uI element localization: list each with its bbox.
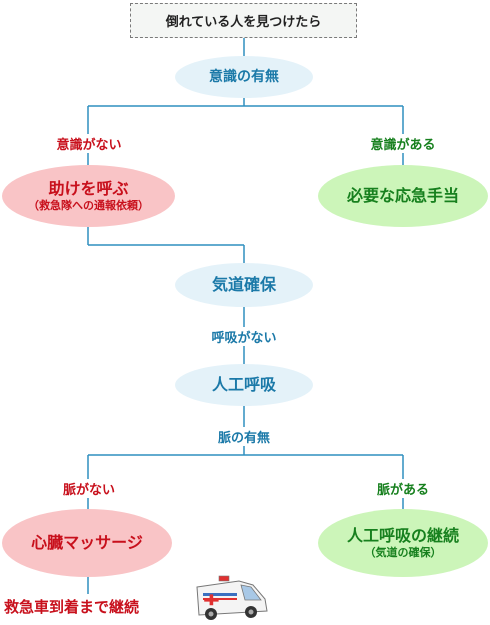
no-pulse-label: 脈がない [54, 479, 124, 498]
airway-node: 気道確保 [175, 263, 313, 307]
consciousness-check-node: 意識の有無 [175, 56, 313, 98]
first-aid-node: 必要な応急手当 [318, 165, 488, 227]
continue-breathing-text: 人工呼吸の継続 [346, 526, 459, 545]
heart-massage-node: 心臓マッサージ [2, 509, 172, 577]
has-consciousness-label: 意識がある [357, 134, 449, 153]
continue-breathing-node: 人工呼吸の継続 （気道の確保） [318, 509, 488, 577]
call-for-help-node: 助けを呼ぶ （救急隊への通報依頼） [2, 165, 175, 227]
until-ambulance-text: 救急車到着まで継続 [4, 598, 140, 616]
heart-massage-text: 心臓マッサージ [31, 533, 143, 552]
consciousness-check-text: 意識の有無 [209, 69, 279, 85]
call-for-help-text: 助けを呼ぶ [48, 179, 129, 198]
pulse-check-label: 脈の有無 [204, 427, 284, 446]
airway-text: 気道確保 [211, 275, 276, 294]
ambulance-icon [196, 575, 268, 620]
cpr-breathing-node: 人工呼吸 [175, 364, 313, 406]
continue-breathing-subtext: （気道の確保） [364, 546, 442, 559]
call-for-help-subtext: （救急隊への通報依頼） [28, 199, 149, 212]
has-pulse-label: 脈がある [368, 479, 438, 498]
no-breathing-label: 呼吸がない [198, 327, 290, 346]
no-consciousness-label: 意識がない [43, 134, 135, 153]
cpr-breathing-text: 人工呼吸 [211, 375, 276, 394]
first-aid-text: 必要な応急手当 [346, 186, 459, 205]
start-box: 倒れている人を見つけたら [130, 3, 357, 38]
